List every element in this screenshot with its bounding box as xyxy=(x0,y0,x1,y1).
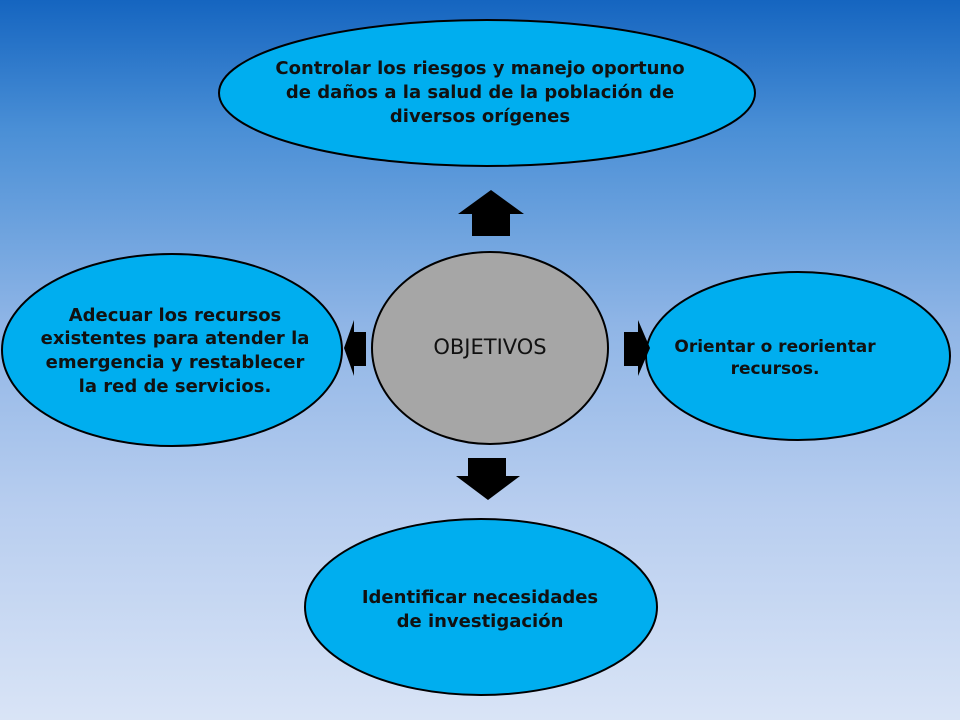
center-ellipse xyxy=(371,251,609,445)
arrow-left xyxy=(344,320,366,376)
node-bottom-ellipse xyxy=(304,518,658,696)
node-left-ellipse xyxy=(1,253,343,447)
node-top-ellipse xyxy=(218,19,756,167)
node-left-text: Adecuar los recursos existentes para ate… xyxy=(40,304,310,397)
center-label: OBJETIVOS xyxy=(433,335,547,360)
arrow-down xyxy=(456,458,520,500)
node-right-text: Orientar o reorientar recursos. xyxy=(674,336,876,379)
arrow-right xyxy=(624,320,650,376)
node-top-text: Controlar los riesgos y manejo oportuno … xyxy=(275,58,685,127)
node-bottom-text: Identificar necesidades de investigación xyxy=(361,587,599,632)
arrow-up xyxy=(458,190,524,236)
